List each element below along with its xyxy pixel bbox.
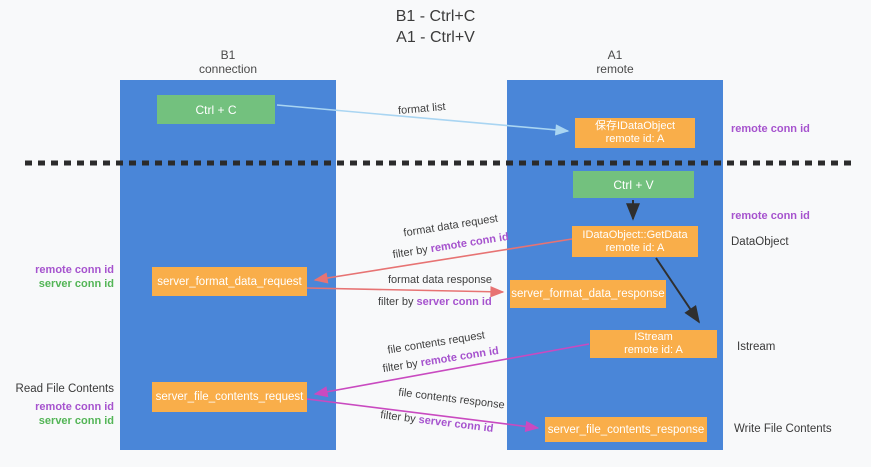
save-dataobject-box: 保存IDataObject remote id: A xyxy=(575,118,695,148)
filter-by-server-1: filter by server conn id xyxy=(378,296,492,308)
title-line-1: B1 - Ctrl+C xyxy=(395,8,476,25)
lane-header-a1: A1 remote xyxy=(507,48,723,76)
filter-key-remote-conn-id: remote conn id xyxy=(429,230,510,256)
server-format-data-response-label: server_format_data_response xyxy=(511,288,665,300)
right-istream-label: Istream xyxy=(737,341,776,353)
lane-a1-subtitle: remote xyxy=(596,62,634,76)
format-data-response-label: format data response xyxy=(388,274,492,286)
left-server-conn-id-1: server conn id xyxy=(38,278,114,290)
left-remote-conn-id-1: remote conn id xyxy=(35,264,114,276)
left-remote-conn-id-2: remote conn id xyxy=(35,401,114,413)
lane-b1-title: B1 xyxy=(220,48,236,62)
server-file-contents-response-label: server_file_contents_response xyxy=(547,423,705,436)
diagram-title: B1 - Ctrl+C A1 - Ctrl+V xyxy=(0,6,871,48)
server-format-data-request-box: server_format_data_request xyxy=(152,267,307,296)
ctrl-c-label: Ctrl + C xyxy=(195,102,237,117)
getdata-line1: IDataObject::GetData xyxy=(582,228,688,241)
left-server-conn-id-2: server conn id xyxy=(38,415,114,427)
right-write-file-contents: Write File Contents xyxy=(734,423,832,435)
filter-by-server-2: filter by server conn id xyxy=(380,409,494,435)
arrow-format-data-response xyxy=(306,286,505,298)
istream-line2: remote id: A xyxy=(624,344,683,356)
title-line-2: A1 - Ctrl+V xyxy=(396,29,475,46)
getdata-box: IDataObject::GetData remote id: A xyxy=(572,226,698,257)
lane-header-b1: B1 connection xyxy=(120,48,336,76)
ctrl-c-box: Ctrl + C xyxy=(157,95,275,124)
filter-key-server-conn-id: server conn id xyxy=(416,296,492,308)
ctrl-v-label: Ctrl + V xyxy=(613,177,654,192)
left-read-file-contents: Read File Contents xyxy=(15,383,114,395)
filter-by-prefix: filter by xyxy=(391,243,432,262)
istream-box: IStream remote id: A xyxy=(590,330,717,358)
filter-by-prefix: filter by xyxy=(378,296,417,308)
file-contents-response-label: file contents response xyxy=(397,386,506,412)
right-remote-conn-id-2: remote conn id xyxy=(731,210,810,222)
filter-key-server-conn-id: server conn id xyxy=(417,413,495,435)
ctrl-v-box: Ctrl + V xyxy=(573,171,694,198)
right-dataobject-label: DataObject xyxy=(731,236,789,248)
server-format-data-request-label: server_format_data_request xyxy=(157,275,302,288)
save-dataobject-line1: 保存IDataObject xyxy=(594,120,676,132)
right-remote-conn-id-1: remote conn id xyxy=(731,123,810,135)
lane-a1-title: A1 xyxy=(607,48,623,62)
server-file-contents-request-box: server_file_contents_request xyxy=(152,382,307,412)
format-list-label: format list xyxy=(397,100,447,118)
save-dataobject-line2: remote id: A xyxy=(605,133,665,145)
istream-line1: IStream xyxy=(634,331,673,343)
filter-by-prefix: filter by xyxy=(381,357,422,376)
server-file-contents-request-label: server_file_contents_request xyxy=(155,391,304,403)
server-format-data-response-box: server_format_data_response xyxy=(510,280,666,308)
server-file-contents-response-box: server_file_contents_response xyxy=(545,417,707,442)
lane-b1-subtitle: connection xyxy=(198,62,258,76)
getdata-line2: remote id: A xyxy=(605,241,665,254)
filter-by-prefix: filter by xyxy=(379,409,420,426)
